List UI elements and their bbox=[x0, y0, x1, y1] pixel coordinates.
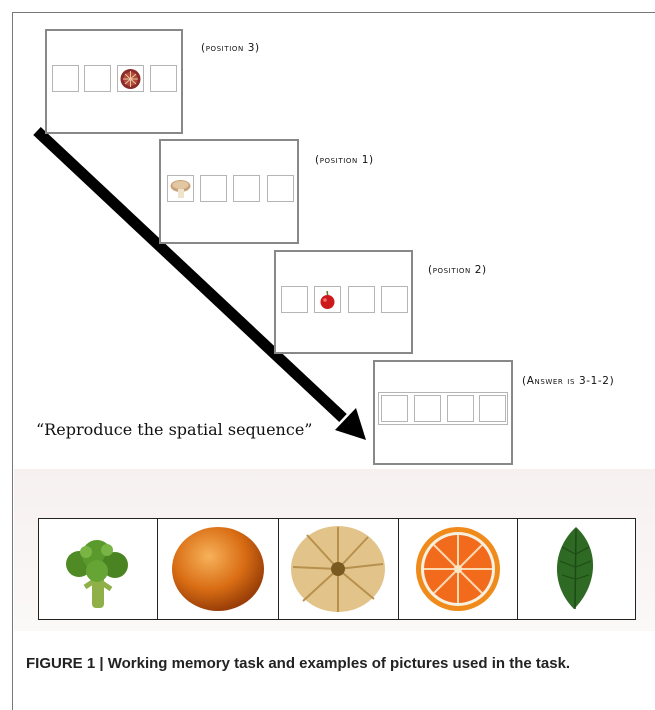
slot-1 bbox=[281, 286, 308, 313]
response-slot-group bbox=[378, 392, 508, 425]
figure-caption-text: Working memory task and examples of pict… bbox=[107, 655, 571, 672]
squash-picture bbox=[279, 519, 399, 619]
slot-1 bbox=[167, 175, 194, 202]
leaf-picture bbox=[518, 519, 637, 619]
slot-3 bbox=[348, 286, 375, 313]
slot-3 bbox=[447, 395, 474, 422]
instruction-text: “Reproduce the spatial sequence” bbox=[36, 420, 313, 439]
slot-3 bbox=[233, 175, 260, 202]
step-2-caption: (position 1) bbox=[315, 154, 374, 166]
trial-screen-2 bbox=[159, 139, 299, 244]
slot-2 bbox=[200, 175, 227, 202]
slot-1 bbox=[52, 65, 79, 92]
mushroom-picture bbox=[170, 180, 191, 198]
slot-1 bbox=[381, 395, 408, 422]
answer-caption: (Answer is 3-1-2) bbox=[522, 375, 615, 387]
trial-screen-1 bbox=[45, 29, 183, 134]
slot-2 bbox=[314, 286, 341, 313]
response-screen bbox=[373, 360, 513, 465]
figure-number: FIGURE 1 | bbox=[26, 655, 108, 672]
figure-border-top bbox=[12, 12, 655, 13]
slot-2 bbox=[84, 65, 111, 92]
figure-border-left bbox=[12, 12, 13, 710]
slot-2 bbox=[414, 395, 441, 422]
arrow-head bbox=[335, 408, 366, 440]
slot-3 bbox=[117, 65, 144, 92]
radicchio-picture bbox=[120, 69, 141, 89]
step-1-caption: (position 3) bbox=[201, 42, 260, 54]
arrow-shaft bbox=[33, 126, 347, 423]
slot-4 bbox=[381, 286, 408, 313]
slot-4 bbox=[479, 395, 506, 422]
trial-screen-3 bbox=[274, 250, 413, 354]
slot-4 bbox=[267, 175, 294, 202]
orange-slice-picture bbox=[399, 519, 518, 619]
broccoli-picture bbox=[39, 519, 158, 619]
figure-caption: FIGURE 1 | Working memory task and examp… bbox=[26, 653, 636, 675]
picture-examples bbox=[38, 518, 636, 620]
step-3-caption: (position 2) bbox=[428, 264, 487, 276]
cherry-picture bbox=[320, 290, 335, 309]
slot-4 bbox=[150, 65, 177, 92]
orange-picture bbox=[158, 519, 279, 619]
